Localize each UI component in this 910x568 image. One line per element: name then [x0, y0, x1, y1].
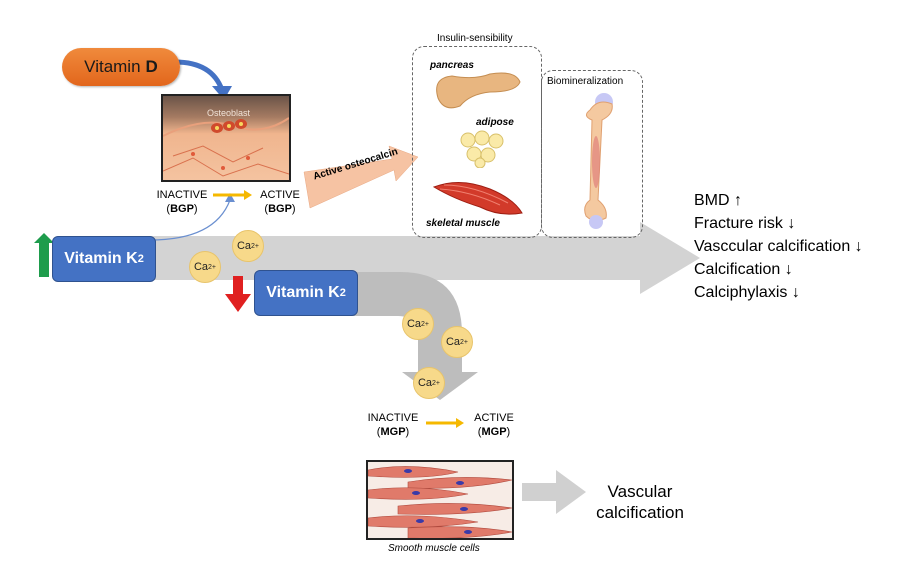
- insulin-title: Insulin-sensibility: [437, 33, 513, 44]
- arrow-down-icon: ↓: [854, 238, 863, 255]
- smooth-muscle-image: [366, 460, 514, 540]
- outcome-vascular-text: Vasccular calcification: [694, 238, 851, 255]
- biomineralization-box: [541, 70, 643, 238]
- calcium-charge: 2+: [251, 242, 260, 250]
- arrow-down-icon: ↓: [787, 215, 796, 232]
- mgp-inactive-protein: MGP: [380, 426, 406, 438]
- osteocalcin-arrow: [303, 145, 419, 209]
- vascular-arrow: [522, 470, 586, 514]
- vitamin-d-label: Vitamin: [84, 57, 141, 76]
- arrow-down-icon: ↓: [791, 284, 800, 301]
- bgp-inactive: INACTIVE (BGP): [156, 189, 208, 215]
- vascular-calcification-label: Vascular calcification: [590, 481, 690, 523]
- vitamin-k2-label-lower: Vitamin K: [266, 284, 340, 301]
- bgp-active: ACTIVE (BGP): [260, 189, 300, 215]
- outcomes-list: BMD ↑ Fracture risk ↓ Vasccular calcific…: [694, 189, 863, 304]
- down-arrow: [225, 276, 251, 312]
- smooth-muscle-label: Smooth muscle cells: [388, 543, 480, 554]
- bgp-active-protein: BGP: [268, 203, 292, 215]
- osteoblast-cells-icon: [163, 117, 289, 177]
- calcium-label: Ca: [445, 336, 461, 348]
- calcium-charge: 2+: [421, 320, 430, 328]
- adipose-label: adipose: [476, 117, 514, 128]
- branch-gray-arrow: [330, 272, 478, 400]
- osteoblast-image: Osteoblast: [161, 94, 291, 182]
- outcome-bmd-text: BMD: [694, 192, 730, 209]
- mgp-active: ACTIVE (MGP): [474, 412, 514, 438]
- outcome-calcification: Calcification ↓: [694, 258, 863, 281]
- vitamin-d-letter: D: [145, 57, 158, 76]
- outcome-vascular: Vasccular calcification ↓: [694, 235, 863, 258]
- vascular-text: Vascular: [607, 482, 673, 501]
- bgp-inactive-protein: BGP: [170, 203, 194, 215]
- calcium-charge: 2+: [460, 338, 469, 346]
- k2-to-bgp-line: [149, 199, 231, 241]
- bone-icon: [584, 93, 613, 229]
- arrow-up-icon: ↑: [734, 192, 743, 209]
- pancreas-label: pancreas: [430, 60, 474, 71]
- pancreas-icon: [436, 72, 521, 109]
- arrow-down-icon: ↓: [784, 261, 793, 278]
- calcium-charge: 2+: [432, 379, 441, 387]
- mgp-active-protein: MGP: [481, 426, 507, 438]
- vitamin-d-pill: Vitamin D: [62, 48, 180, 86]
- skeletal-muscle-icon: [432, 182, 523, 215]
- outcome-fracture-text: Fracture risk: [694, 215, 783, 232]
- skeletal-muscle-label: skeletal muscle: [426, 218, 500, 229]
- biomineralization-title: Biomineralization: [547, 76, 624, 87]
- outcome-bmd: BMD ↑: [694, 189, 863, 212]
- mgp-inactive: INACTIVE (MGP): [367, 412, 419, 438]
- osteoblast-label: Osteoblast: [207, 108, 251, 118]
- outcome-calcification-text: Calcification: [694, 261, 781, 278]
- outcome-calciphylaxis: Calciphylaxis ↓: [694, 281, 863, 304]
- adipose-icon: [460, 130, 504, 168]
- calcium-label: Ca: [406, 318, 422, 330]
- vitamin-k2-label: Vitamin K: [64, 250, 138, 267]
- calcium-label: Ca: [193, 261, 209, 273]
- vitamin-d-arrow: [174, 59, 225, 91]
- up-arrow: [34, 233, 54, 277]
- calcium-charge: 2+: [208, 263, 217, 271]
- mgp-inactive-text: INACTIVE: [367, 412, 419, 424]
- calcium-label: Ca: [417, 377, 433, 389]
- calcification-text: calcification: [596, 503, 684, 522]
- vitamin-k2-sub-lower: 2: [339, 287, 346, 299]
- outcome-calciphylaxis-text: Calciphylaxis: [694, 284, 788, 301]
- outcome-fracture: Fracture risk ↓: [694, 212, 863, 235]
- smooth-muscle-cells-icon: [368, 466, 512, 538]
- calcium-label: Ca: [236, 240, 252, 252]
- vitamin-k2-sub: 2: [137, 253, 144, 265]
- bgp-inactive-text: INACTIVE: [156, 189, 208, 201]
- mgp-active-text: ACTIVE: [474, 412, 514, 424]
- bgp-active-text: ACTIVE: [260, 189, 300, 201]
